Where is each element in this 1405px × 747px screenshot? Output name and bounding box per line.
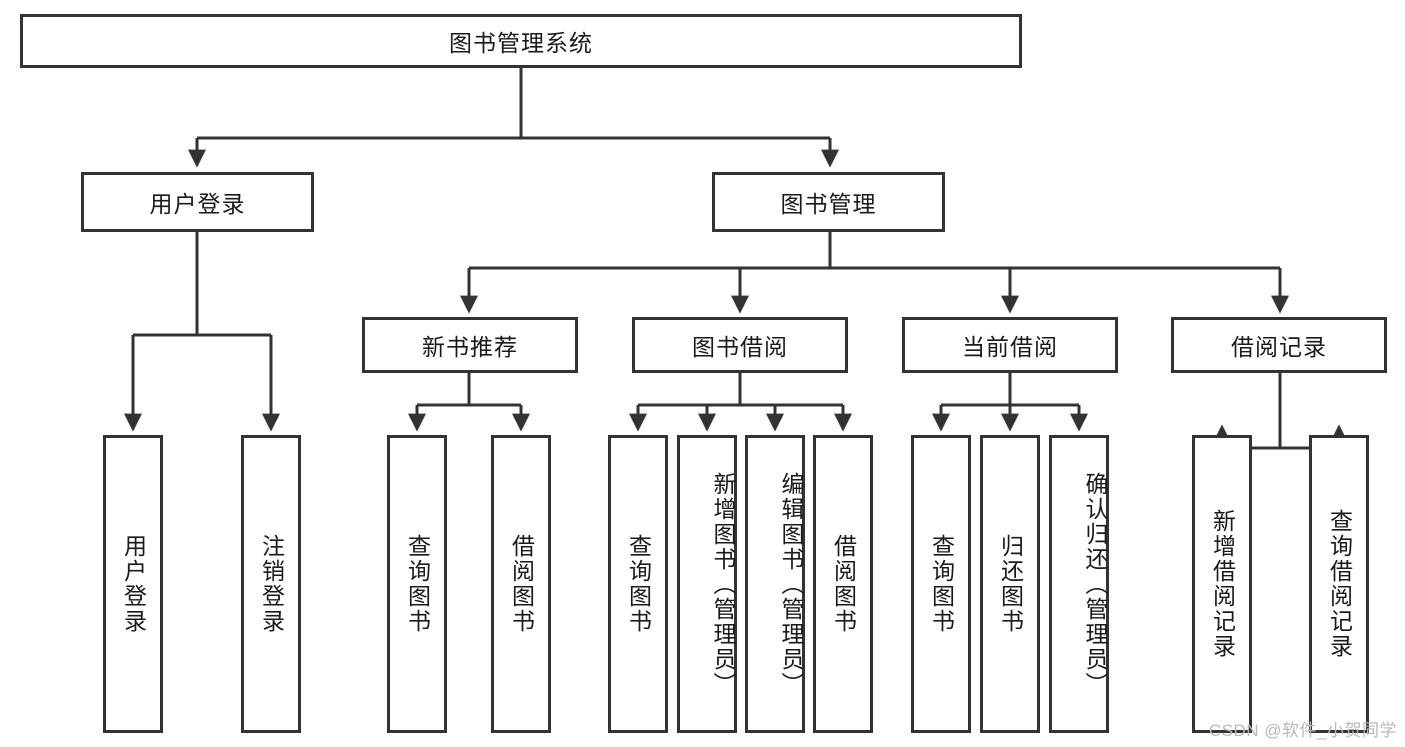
csdn-watermark: CSDN @软件_小贺同学: [1208, 721, 1397, 740]
node-leaf-query-book-recommend[interactable]: 查询图书: [387, 435, 447, 733]
node-book-borrow[interactable]: 图书借阅: [632, 317, 848, 373]
node-current-borrow[interactable]: 当前借阅: [902, 317, 1118, 373]
node-leaf-borrow-book-recommend[interactable]: 借阅图书: [491, 435, 551, 733]
node-book-management[interactable]: 图书管理: [712, 172, 945, 232]
node-leaf-user-logout[interactable]: 注销登录: [241, 435, 301, 733]
node-new-book-recommend[interactable]: 新书推荐: [362, 317, 578, 373]
node-user-login[interactable]: 用户登录: [81, 172, 314, 232]
node-leaf-query-book-current[interactable]: 查询图书: [911, 435, 971, 733]
node-leaf-user-login[interactable]: 用户登录: [103, 435, 163, 733]
node-leaf-query-borrow-record[interactable]: 查询借阅记录: [1309, 435, 1369, 733]
node-leaf-confirm-return[interactable]: 确认归还（管理员）: [1049, 435, 1109, 733]
node-borrow-record[interactable]: 借阅记录: [1171, 317, 1387, 373]
node-leaf-add-book[interactable]: 新增图书（管理员）: [677, 435, 737, 733]
node-leaf-add-borrow-record[interactable]: 新增借阅记录: [1192, 435, 1252, 733]
node-leaf-borrow-book[interactable]: 借阅图书: [813, 435, 873, 733]
node-root-system[interactable]: 图书管理系统: [20, 14, 1022, 68]
node-leaf-query-book-borrow[interactable]: 查询图书: [608, 435, 668, 733]
node-leaf-edit-book[interactable]: 编辑图书（管理员）: [745, 435, 805, 733]
node-leaf-return-book[interactable]: 归还图书: [980, 435, 1040, 733]
